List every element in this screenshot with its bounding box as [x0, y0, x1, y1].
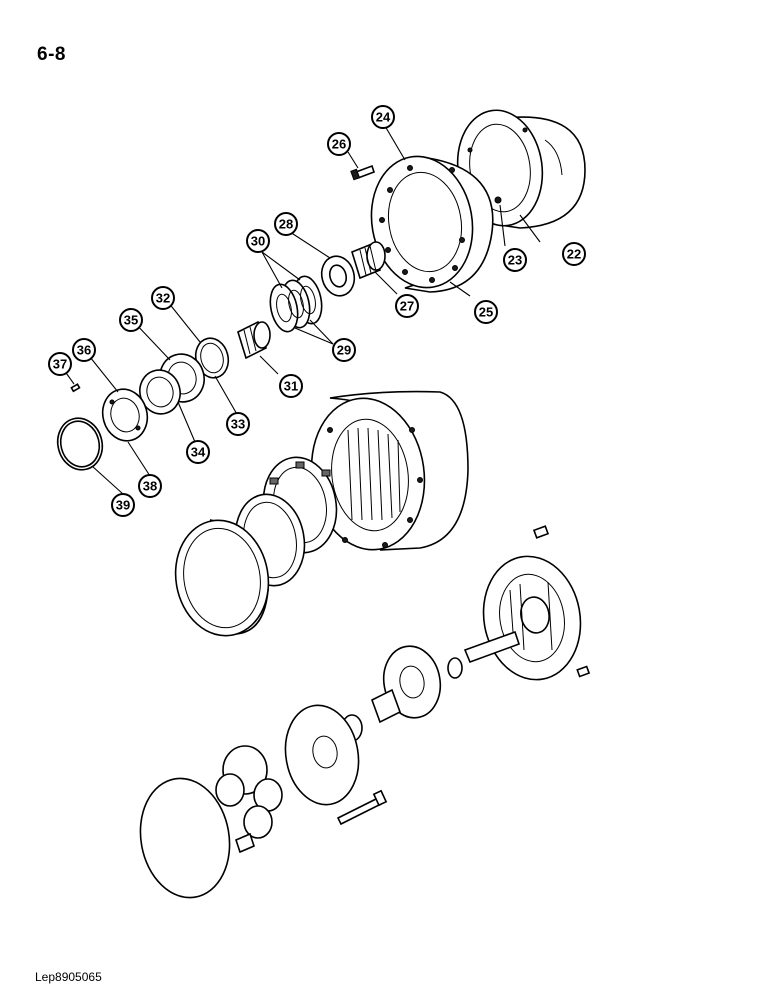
callout-39: 39 [111, 493, 135, 517]
callout-24: 24 [371, 105, 395, 129]
callout-label: 25 [479, 305, 493, 320]
part-31-spline-gear [237, 320, 271, 360]
page-number: 6-8 [37, 44, 66, 65]
callout-label: 35 [124, 313, 138, 328]
callout-35: 35 [119, 308, 143, 332]
part-36-38-retainer [101, 388, 149, 442]
callout-label: 28 [279, 217, 293, 232]
callout-27: 27 [395, 294, 419, 318]
part-26-screw [350, 164, 376, 181]
callout-30: 30 [246, 229, 270, 253]
part-32-33-rings [194, 337, 230, 379]
callout-38: 38 [138, 474, 162, 498]
callout-label: 23 [508, 253, 522, 268]
cover-plate [139, 777, 231, 899]
part-27-spline-gear [351, 241, 386, 280]
part-29-30-clutch-plates [269, 275, 323, 333]
planet-gears [215, 745, 283, 854]
planet-carrier-large [482, 555, 582, 681]
callout-label: 30 [251, 234, 265, 249]
callout-label: 36 [77, 343, 91, 358]
callout-29: 29 [332, 338, 356, 362]
callout-36: 36 [72, 338, 96, 362]
callout-34: 34 [186, 440, 210, 464]
document-code: Lep8905065 [35, 970, 102, 984]
leader-lines [63, 125, 541, 495]
callout-label: 24 [376, 110, 391, 125]
callout-23: 23 [503, 248, 527, 272]
callout-26: 26 [327, 132, 351, 156]
part-39-snap-ring [56, 417, 104, 471]
large-seal-cup [174, 519, 270, 637]
callout-label: 37 [53, 357, 67, 372]
callout-label: 22 [567, 247, 581, 262]
callout-label: 27 [400, 299, 414, 314]
callout-33: 33 [226, 412, 250, 436]
callout-label: 39 [116, 498, 130, 513]
callout-label: 33 [231, 417, 245, 432]
small-bolt [532, 525, 591, 678]
callout-label: 34 [191, 445, 206, 460]
callout-37: 37 [48, 352, 72, 376]
part-22-hub [456, 109, 586, 229]
callout-32: 32 [151, 286, 175, 310]
callout-label: 31 [284, 379, 298, 394]
callout-label: 26 [332, 137, 346, 152]
callout-label: 38 [143, 479, 157, 494]
housing-bolt-holes [379, 165, 465, 283]
callout-22: 22 [562, 242, 586, 266]
planet-carrier-small [284, 704, 360, 806]
callout-label: 29 [337, 343, 351, 358]
part-24-25-ring-housing [370, 155, 494, 293]
part-28-thrust-washer [320, 255, 356, 297]
callout-28: 28 [274, 212, 298, 236]
callout-25: 25 [474, 300, 498, 324]
sun-gear-disc [382, 645, 463, 719]
callout-label: 32 [156, 291, 170, 306]
part-37-pin [70, 383, 81, 393]
callout-31: 31 [279, 374, 303, 398]
long-bolt [336, 789, 388, 826]
drive-shaft [463, 630, 521, 664]
